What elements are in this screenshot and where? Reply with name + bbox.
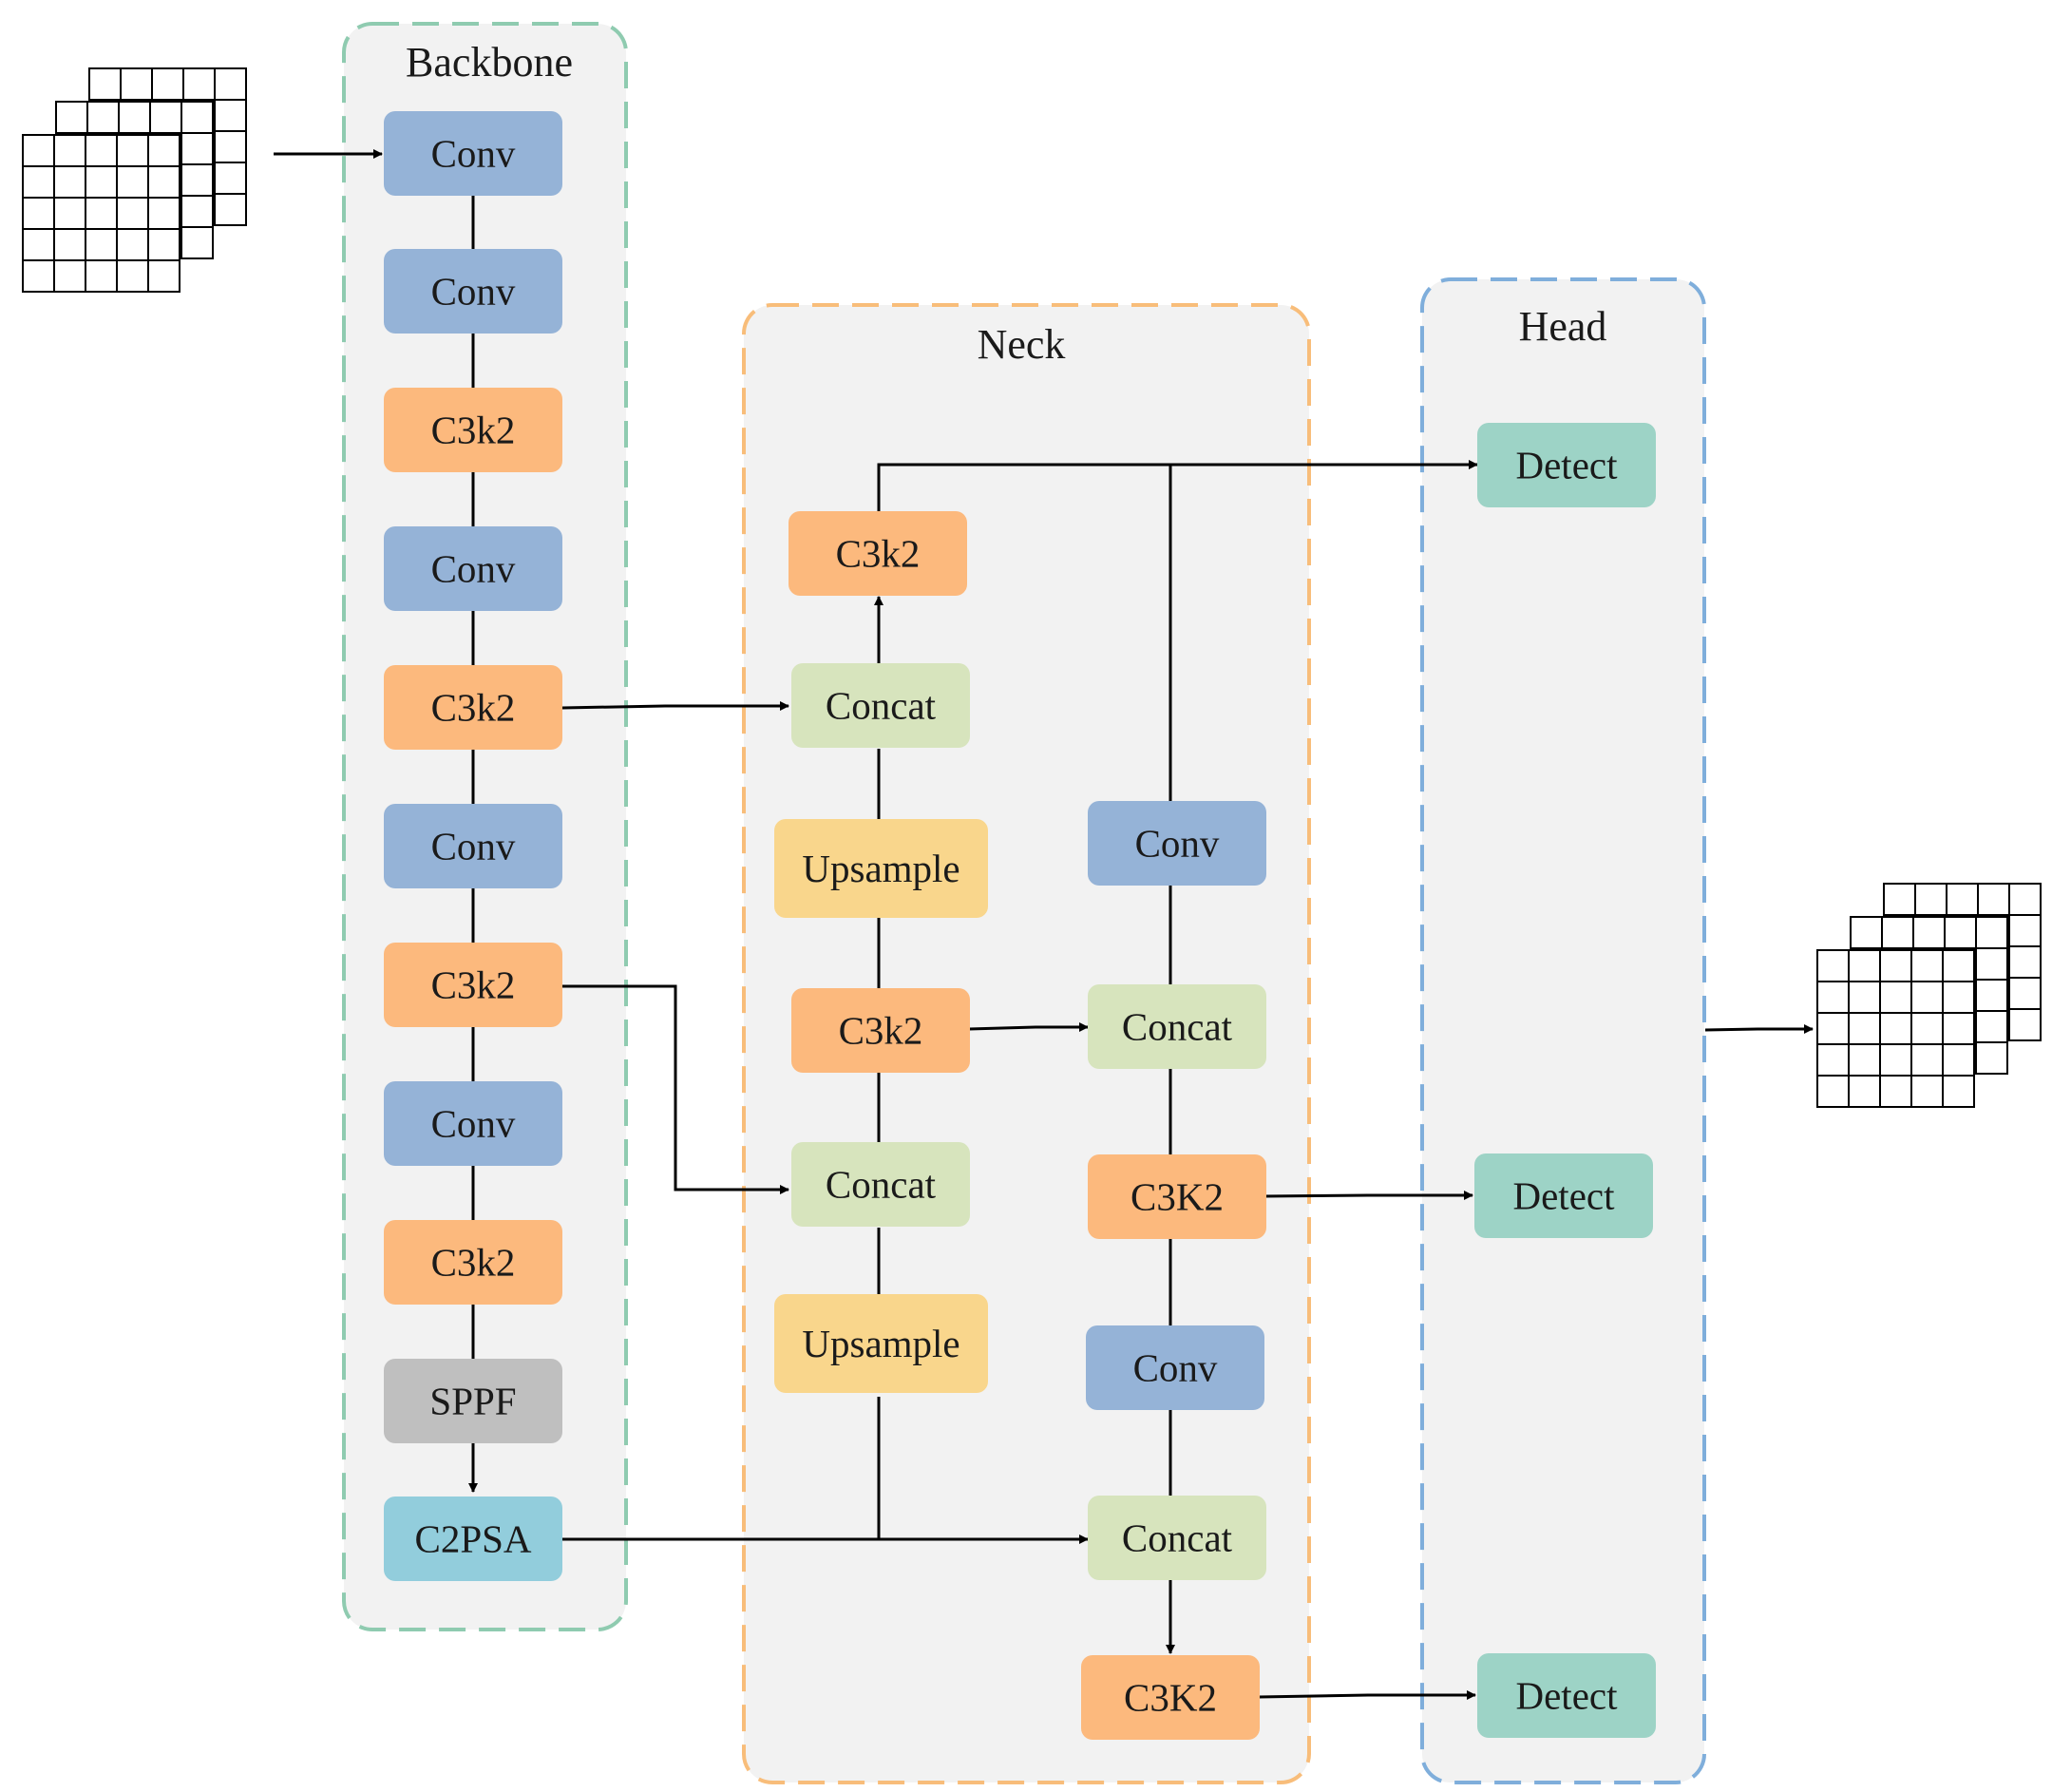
neck-concat-block-box [1088, 984, 1266, 1069]
neck-upsample-block-box [774, 819, 988, 918]
head-detect-block-label: Detect [1516, 1674, 1619, 1718]
backbone-sppf-block-box [384, 1359, 562, 1443]
neck-concat-block: Concat [791, 1142, 970, 1227]
neck-c3k2-block: C3K2 [1088, 1154, 1266, 1239]
head-detect-block-box [1474, 1153, 1653, 1238]
head-detect-block: Detect [1474, 1153, 1653, 1238]
neck-conv-block-label: Conv [1135, 822, 1220, 866]
backbone-c3k2-block-box [384, 665, 562, 750]
backbone-conv-block: Conv [384, 111, 562, 196]
neck-c3k2-block-box [791, 988, 970, 1073]
neck-concat-block-label: Concat [826, 1163, 937, 1207]
output-feature-map-icon [1816, 883, 2042, 1108]
head-detect-block: Detect [1477, 423, 1656, 507]
backbone-c3k2-block: C3k2 [384, 388, 562, 472]
neck-concat-block-label: Concat [1122, 1516, 1233, 1560]
backbone-c3k2-block-label: C3k2 [431, 686, 516, 730]
neck-conv-block-box [1088, 801, 1266, 886]
backbone-c3k2-block: C3k2 [384, 1220, 562, 1305]
input-grid-layer [22, 134, 180, 293]
backbone-c2psa-block-label: C2PSA [414, 1517, 531, 1561]
backbone-c3k2-block-box [384, 1220, 562, 1305]
neck-concat-block: Concat [1088, 1496, 1266, 1580]
backbone-sppf-block-label: SPPF [429, 1380, 516, 1423]
backbone-c3k2-block-label: C3k2 [431, 963, 516, 1007]
backbone-conv-block: Conv [384, 804, 562, 888]
neck-concat-block-label: Concat [1122, 1005, 1233, 1049]
head-group [1420, 277, 1706, 1784]
neck-conv-block: Conv [1088, 801, 1266, 886]
neck-upsample-block: Upsample [774, 1294, 988, 1393]
head-detect-block-label: Detect [1516, 444, 1619, 487]
neck-c3k2-block: C3k2 [788, 511, 967, 596]
neck-c3k2-block-label: C3k2 [836, 532, 921, 576]
input-feature-map-icon [22, 67, 247, 293]
backbone-conv-block-box [384, 111, 562, 196]
neck-upsample-block: Upsample [774, 819, 988, 918]
connections [274, 149, 1814, 1700]
backbone-conv-block-box [384, 1081, 562, 1166]
backbone-conv-block-label: Conv [431, 132, 516, 176]
neck-conv-block-box [1086, 1325, 1264, 1410]
neck-c3k2-block-box [788, 511, 967, 596]
backbone-c2psa-block: C2PSA [384, 1497, 562, 1581]
output-grid-layer [1816, 949, 1975, 1108]
backbone-conv-block-label: Conv [431, 825, 516, 868]
backbone-c3k2-block: C3k2 [384, 665, 562, 750]
neck-upsample-block-label: Upsample [802, 1322, 960, 1365]
backbone-conv-block: Conv [384, 1081, 562, 1166]
head-detect-block-box [1477, 423, 1656, 507]
neck-conv-block-label: Conv [1133, 1346, 1218, 1390]
neck-c3k2-block-label: C3k2 [839, 1009, 923, 1053]
backbone-conv-block: Conv [384, 249, 562, 334]
backbone-c3k2-block-box [384, 388, 562, 472]
head-detect-block-box [1477, 1653, 1656, 1738]
backbone-c3k2-block-box [384, 943, 562, 1027]
neck-title: Neck [978, 321, 1066, 368]
neck-concat-block-box [791, 663, 970, 748]
head-detect-block: Detect [1477, 1653, 1656, 1738]
backbone-c3k2-block-label: C3k2 [431, 409, 516, 452]
neck-c3k2-block-label: C3K2 [1130, 1175, 1224, 1219]
backbone-conv-block-label: Conv [431, 1102, 516, 1146]
neck-concat-block-box [791, 1142, 970, 1227]
backbone-conv-block: Conv [384, 526, 562, 611]
neck-conv-block: Conv [1086, 1325, 1264, 1410]
neck-c3k2-block-box [1081, 1655, 1260, 1740]
backbone-c3k2-block-label: C3k2 [431, 1241, 516, 1285]
backbone-conv-block-label: Conv [431, 270, 516, 314]
neck-upsample-block-label: Upsample [802, 847, 960, 890]
neck-c3k2-block: C3k2 [791, 988, 970, 1073]
neck-concat-block: Concat [791, 663, 970, 748]
head-title: Head [1519, 303, 1607, 350]
backbone-c3k2-block: C3k2 [384, 943, 562, 1027]
neck-concat-block: Concat [1088, 984, 1266, 1069]
neck-concat-block-box [1088, 1496, 1266, 1580]
neck-c3k2-block-label: C3K2 [1124, 1676, 1217, 1720]
neck-upsample-block-box [774, 1294, 988, 1393]
blocks: ConvConvC3k2ConvC3k2ConvC3k2ConvC3k2SPPF… [384, 111, 1656, 1740]
backbone-conv-block-box [384, 804, 562, 888]
head-detect-block-label: Detect [1513, 1174, 1616, 1218]
neck-c3k2-block: C3K2 [1081, 1655, 1260, 1740]
backbone-title: Backbone [406, 39, 573, 86]
backbone-c2psa-block-box [384, 1497, 562, 1581]
backbone-conv-block-label: Conv [431, 547, 516, 591]
backbone-conv-block-box [384, 526, 562, 611]
neck-c3k2-block-box [1088, 1154, 1266, 1239]
backbone-conv-block-box [384, 249, 562, 334]
backbone-sppf-block: SPPF [384, 1359, 562, 1443]
neck-concat-block-label: Concat [826, 684, 937, 728]
